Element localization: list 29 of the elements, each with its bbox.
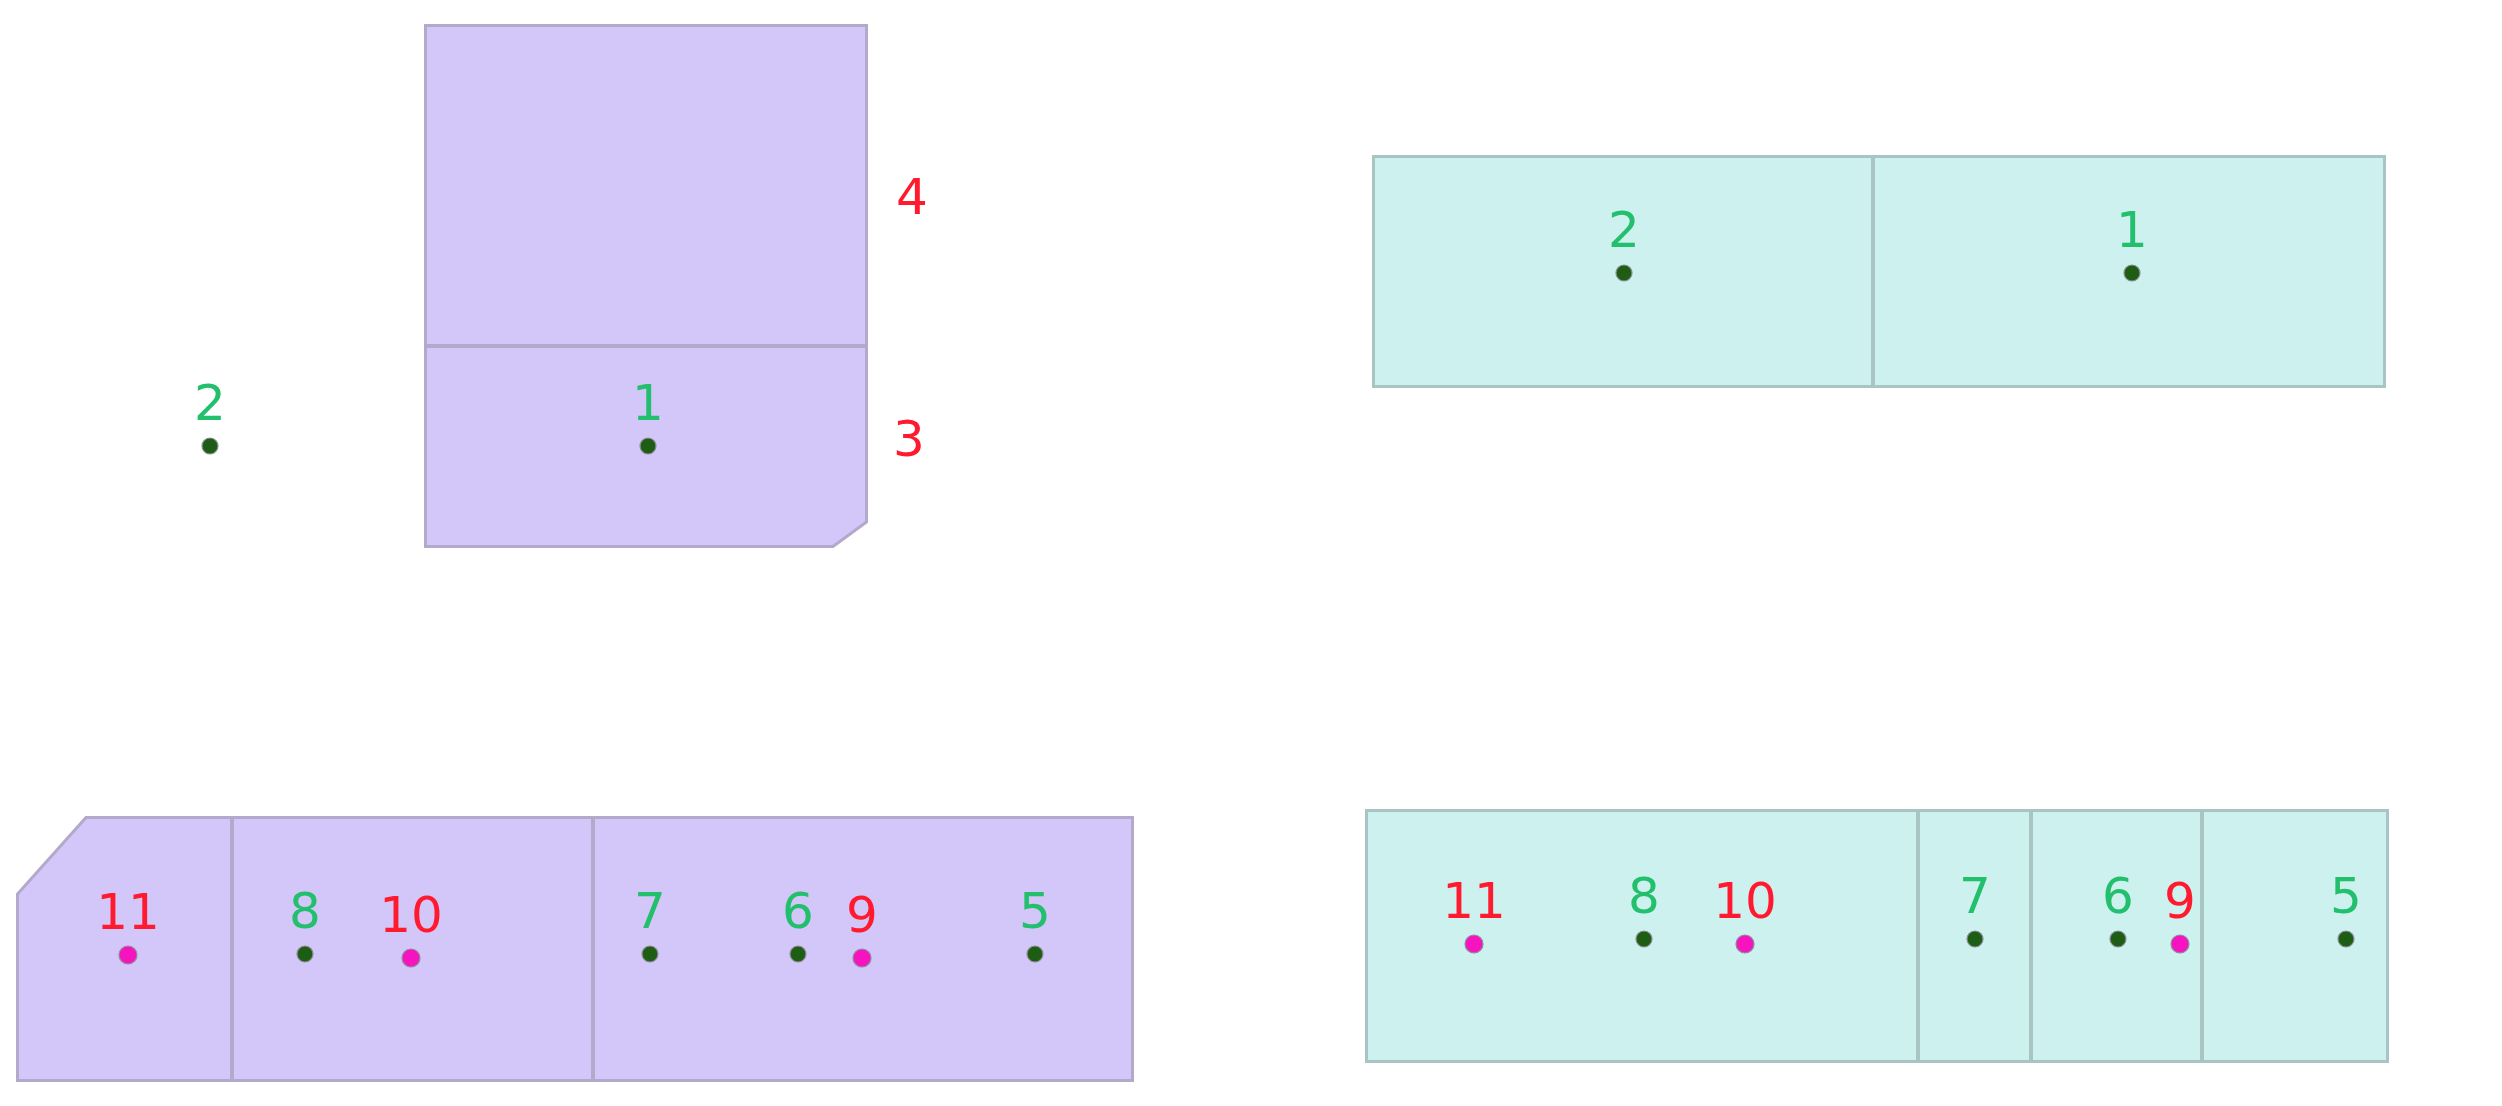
zone-area <box>1872 155 2386 388</box>
point-number: 1 <box>2116 205 2148 255</box>
point-number: 8 <box>1628 871 1660 921</box>
zone-number: 4 <box>896 172 928 222</box>
point-number: 1 <box>632 378 664 428</box>
point-number: 9 <box>846 890 878 940</box>
point-number: 2 <box>1608 205 1640 255</box>
zone-area <box>592 816 1134 1082</box>
point-number: 9 <box>2164 876 2196 926</box>
point-number: 5 <box>2330 871 2362 921</box>
zone-area <box>16 816 233 1082</box>
point-number: 11 <box>96 887 160 937</box>
zone-area <box>2201 809 2389 1063</box>
point-number: 10 <box>379 890 443 940</box>
zone-area <box>2030 809 2203 1063</box>
zone-area <box>1372 155 1874 388</box>
point-number: 8 <box>289 886 321 936</box>
zone-area <box>1917 809 2032 1063</box>
point-number: 11 <box>1442 876 1506 926</box>
zone-number: 3 <box>893 414 925 464</box>
point-number: 7 <box>634 886 666 936</box>
point-number: 5 <box>1019 886 1051 936</box>
zone-area <box>1365 809 1919 1063</box>
point-number: 2 <box>194 378 226 428</box>
point-number: 6 <box>782 886 814 936</box>
point-number: 6 <box>2102 871 2134 921</box>
zone-area <box>231 816 594 1082</box>
point-number: 7 <box>1959 871 1991 921</box>
point-number: 10 <box>1713 876 1777 926</box>
